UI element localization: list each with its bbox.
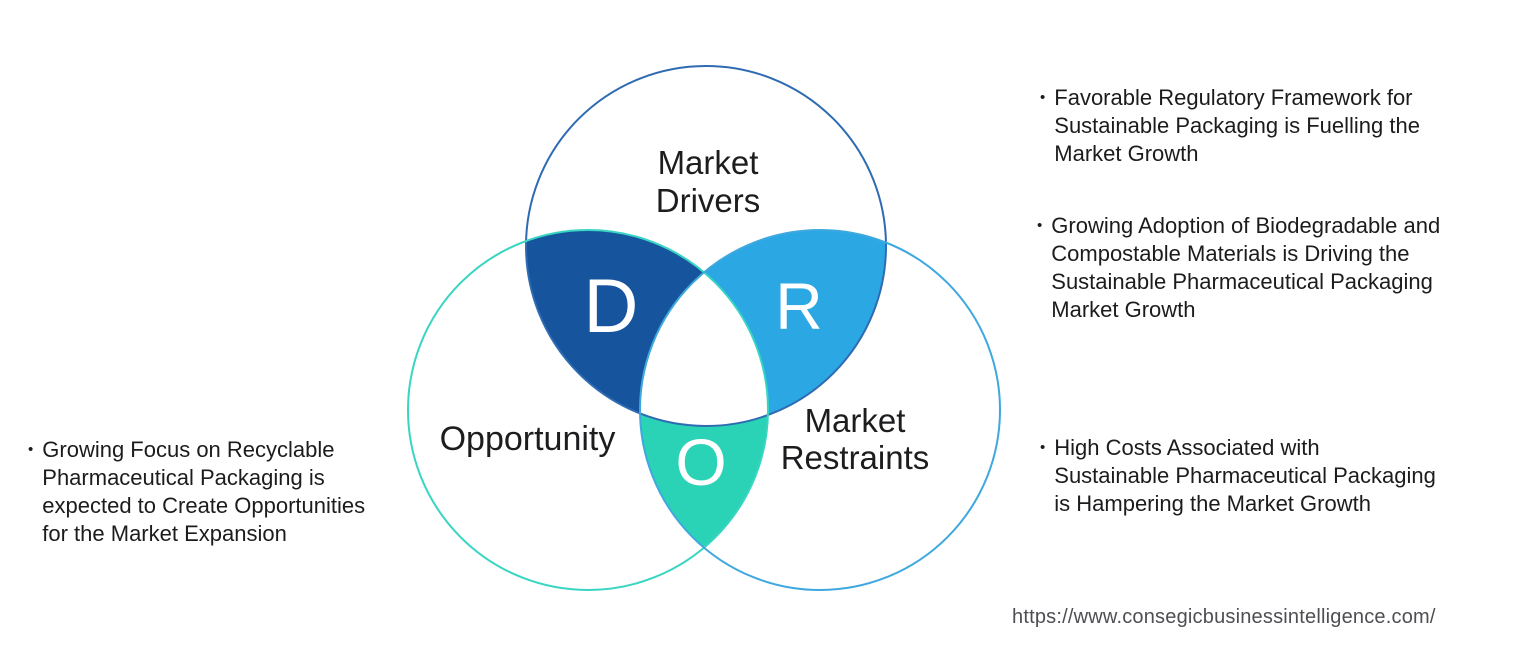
bullet-icon: • [1037,217,1043,234]
list-item: • Growing Adoption of Biodegradable and … [1037,212,1484,324]
market-drivers-label: Market Drivers [655,144,761,219]
bullet-icon: • [28,441,34,458]
list-item: • High Costs Associated with Sustainable… [1040,434,1440,518]
bullet-icon: • [1040,89,1046,106]
driver-bullet-2-text: Growing Adoption of Biodegradable and Co… [1051,213,1441,322]
drivers-circle-outline [525,65,887,427]
list-item: • Favorable Regulatory Framework for Sus… [1040,84,1474,168]
opportunity-circle-outline [407,229,769,591]
source-url: https://www.consegicbusinessintelligence… [1012,606,1436,628]
restraints-overlap-letter: R [775,269,823,343]
market-restraints-label: Market Restraints [780,402,930,476]
driver-bullet-1-text: Favorable Regulatory Framework for Susta… [1054,85,1420,166]
opportunity-label: Opportunity [439,420,616,458]
restraints-circle-outline [639,229,1001,591]
opportunity-bullet-text: Growing Focus on Recyclable Pharmaceutic… [42,437,366,546]
restraint-bullet-text: High Costs Associated with Sustainable P… [1054,435,1436,516]
bullet-icon: • [1040,439,1046,456]
drivers-overlap-letter: D [583,264,639,349]
list-item: • Growing Focus on Recyclable Pharmaceut… [28,436,384,548]
opportunity-overlap-letter: O [675,425,727,499]
overlap-center [640,230,768,426]
